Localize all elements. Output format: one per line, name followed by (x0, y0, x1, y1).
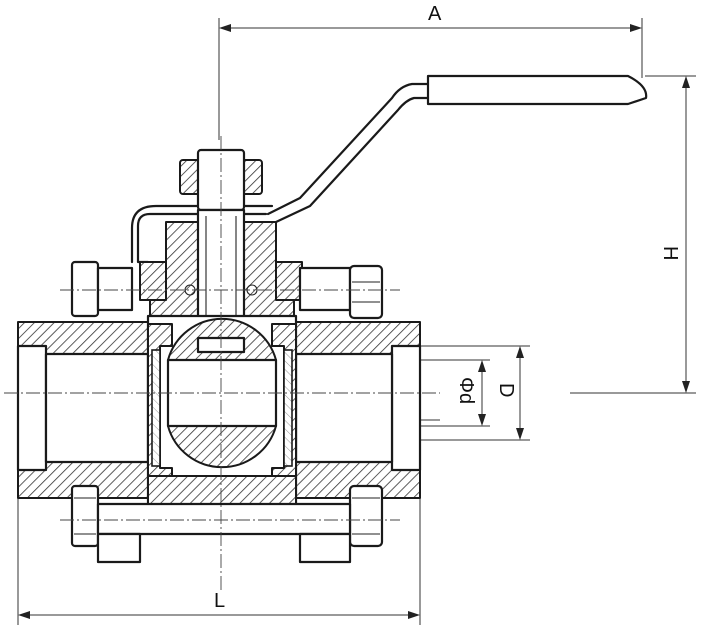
dimension-h: H (570, 75, 696, 394)
label-a: A (428, 3, 442, 25)
label-d: D (495, 383, 517, 397)
dimension-phi-d: Φd (420, 359, 490, 427)
dimension-d: D (420, 345, 530, 441)
lever-handle (130, 74, 648, 264)
label-h: H (659, 246, 681, 260)
label-l: L (214, 590, 225, 612)
dimension-a: A (218, 3, 643, 140)
bottom-body (60, 475, 400, 564)
top-bolts (60, 260, 400, 320)
label-phi-d: Φd (455, 377, 477, 404)
center-lines (4, 136, 440, 590)
